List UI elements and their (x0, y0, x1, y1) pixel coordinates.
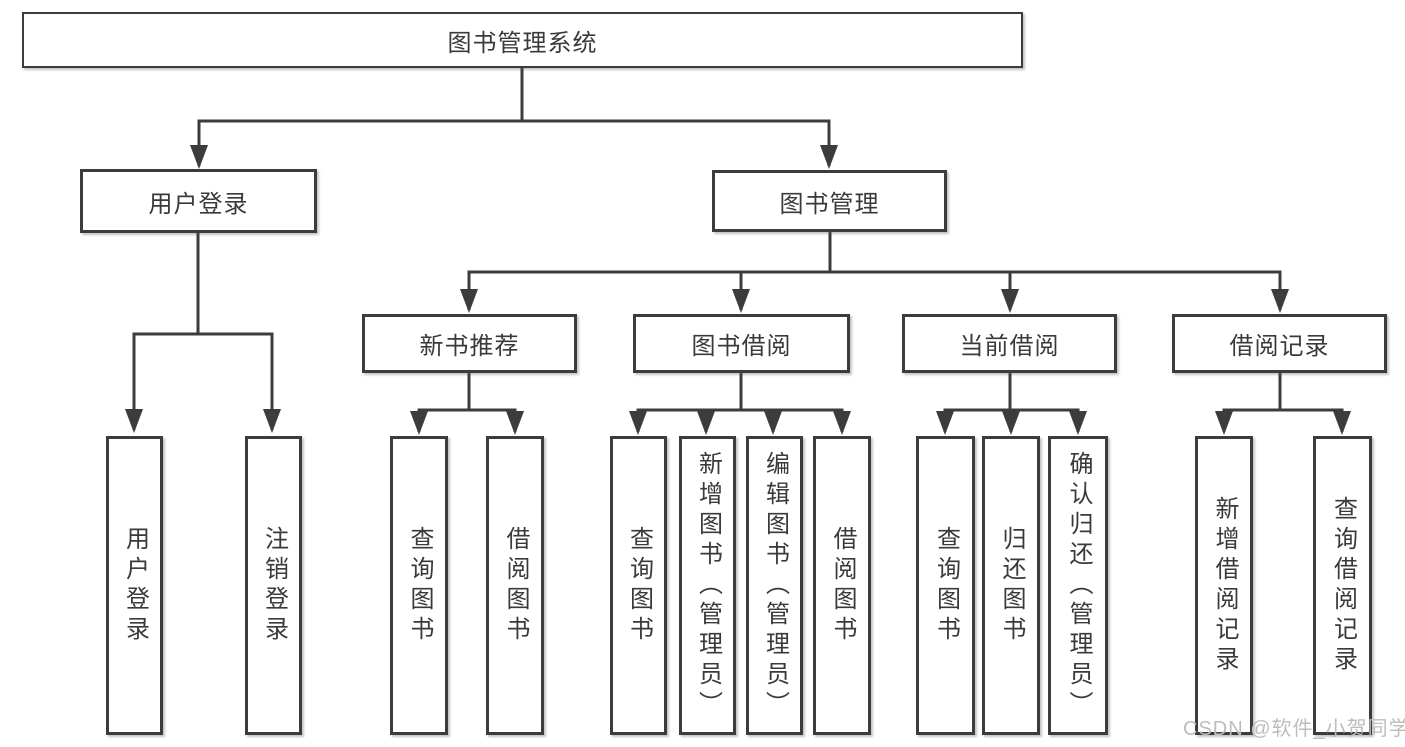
leaf-query-book-recommend: 查询图书 (390, 436, 448, 735)
leaf-query-book-borrow: 查询图书 (610, 436, 667, 735)
leaf-logout: 注销登录 (245, 436, 302, 735)
edge-book-mgmt-split (467, 232, 1282, 310)
node-user-login: 用户登录 (80, 169, 317, 233)
leaf-confirm-return-admin: 确认归还（管理员） (1048, 436, 1108, 735)
leaf-return-book: 归还图书 (982, 436, 1040, 735)
leaf-borrow-book-recommend: 借阅图书 (486, 436, 544, 735)
edge-book-borrow-split (636, 373, 844, 432)
leaf-add-book-admin: 新增图书（管理员） (679, 436, 736, 735)
leaf-user-login: 用户登录 (106, 436, 163, 735)
edge-borrow-record-split (1222, 373, 1344, 432)
node-current-borrow: 当前借阅 (902, 314, 1117, 373)
leaf-query-borrow-record: 查询借阅记录 (1313, 436, 1372, 735)
node-book-borrow: 图书借阅 (633, 314, 850, 373)
node-new-book-recommend: 新书推荐 (362, 314, 577, 373)
csdn-watermark: CSDN @软件_小贺同学 (1183, 718, 1405, 740)
leaf-add-borrow-record: 新增借阅记录 (1195, 436, 1253, 735)
leaf-query-book-current: 查询图书 (916, 436, 975, 735)
node-borrow-record: 借阅记录 (1172, 314, 1387, 373)
leaf-edit-book-admin: 编辑图书（管理员） (746, 436, 803, 735)
leaf-borrow-book: 借阅图书 (813, 436, 871, 735)
edge-new-book-split (417, 373, 517, 432)
node-book-management: 图书管理 (712, 170, 947, 232)
node-library-management-system: 图书管理系统 (22, 12, 1023, 68)
edge-root-split (197, 68, 831, 166)
edge-current-borrow-split (943, 373, 1080, 432)
edge-user-login-split (132, 233, 274, 430)
